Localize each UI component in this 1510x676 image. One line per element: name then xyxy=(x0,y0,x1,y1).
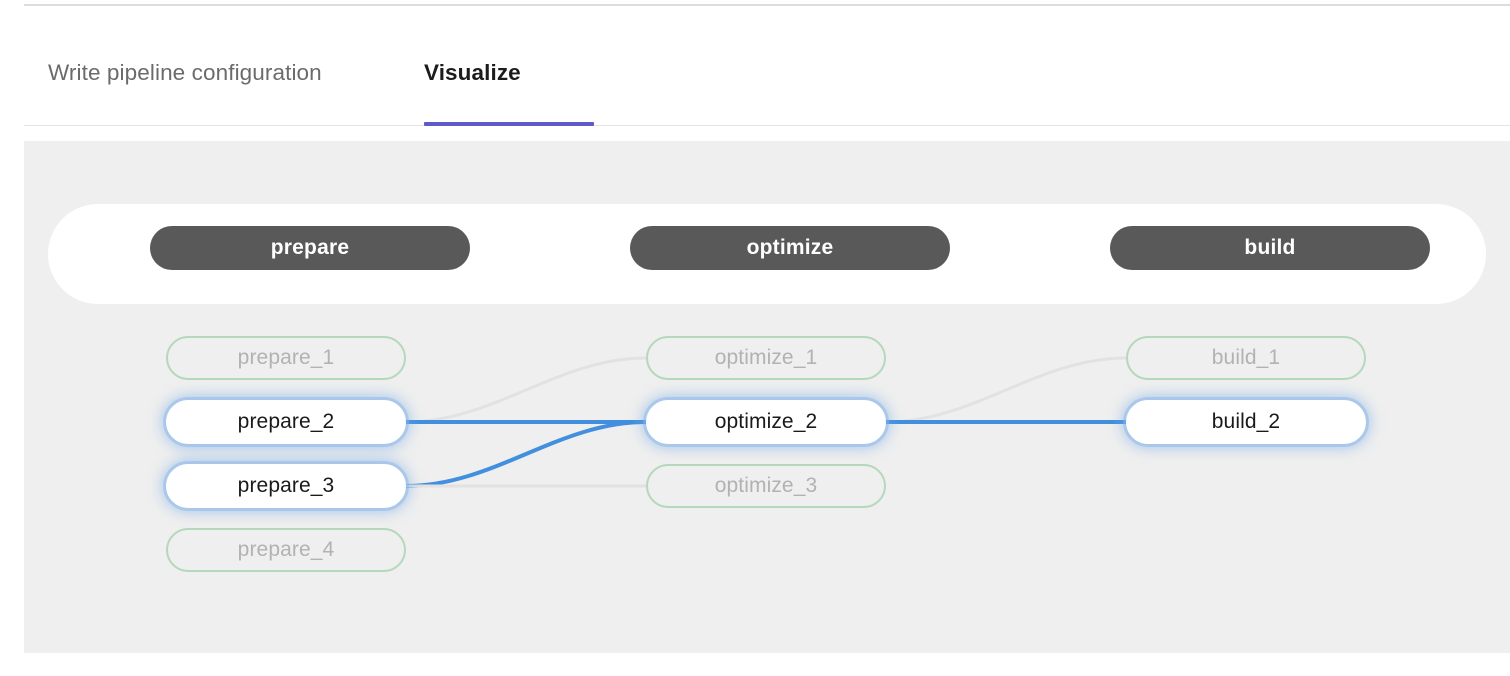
edge-prepare_2-to-optimize_1 xyxy=(404,356,648,424)
job-node-label: optimize_1 xyxy=(714,346,818,369)
stage-pill-label: optimize xyxy=(746,236,834,259)
job-node-label: optimize_2 xyxy=(714,410,818,433)
stage-pill-prepare[interactable]: prepare xyxy=(150,226,470,270)
job-node-optimize_3[interactable]: optimize_3 xyxy=(646,464,886,508)
stage-header-strip: prepare optimize build xyxy=(48,204,1486,304)
tab-bar: Write pipeline configuration Visualize xyxy=(24,40,1510,126)
edge-prepare_3-to-optimize_2 xyxy=(404,420,648,488)
tab-visualize[interactable]: Visualize xyxy=(424,40,521,125)
stage-pill-label: prepare xyxy=(270,236,350,259)
job-node-label: prepare_3 xyxy=(237,474,335,497)
tab-label: Visualize xyxy=(424,60,521,85)
stage-pill-optimize[interactable]: optimize xyxy=(630,226,950,270)
job-node-optimize_2[interactable]: optimize_2 xyxy=(646,400,886,444)
job-node-label: build_1 xyxy=(1211,346,1281,369)
job-node-prepare_1[interactable]: prepare_1 xyxy=(166,336,406,380)
job-node-build_2[interactable]: build_2 xyxy=(1126,400,1366,444)
job-node-label: prepare_4 xyxy=(237,538,335,561)
stage-pill-label: build xyxy=(1244,236,1296,259)
tab-label: Write pipeline configuration xyxy=(48,60,322,85)
job-node-label: optimize_3 xyxy=(714,474,818,497)
job-node-label: build_2 xyxy=(1211,410,1281,433)
tab-bar-underline xyxy=(24,125,1510,126)
job-node-prepare_4[interactable]: prepare_4 xyxy=(166,528,406,572)
job-node-label: prepare_1 xyxy=(237,346,335,369)
tab-write-pipeline-configuration[interactable]: Write pipeline configuration xyxy=(48,40,322,125)
job-node-optimize_1[interactable]: optimize_1 xyxy=(646,336,886,380)
top-divider xyxy=(24,4,1510,6)
job-node-prepare_2[interactable]: prepare_2 xyxy=(166,400,406,444)
job-node-build_1[interactable]: build_1 xyxy=(1126,336,1366,380)
edge-optimize_2-to-build_1 xyxy=(884,356,1128,424)
active-tab-indicator xyxy=(424,122,594,126)
stage-pill-build[interactable]: build xyxy=(1110,226,1430,270)
job-node-label: prepare_2 xyxy=(237,410,335,433)
job-node-prepare_3[interactable]: prepare_3 xyxy=(166,464,406,508)
